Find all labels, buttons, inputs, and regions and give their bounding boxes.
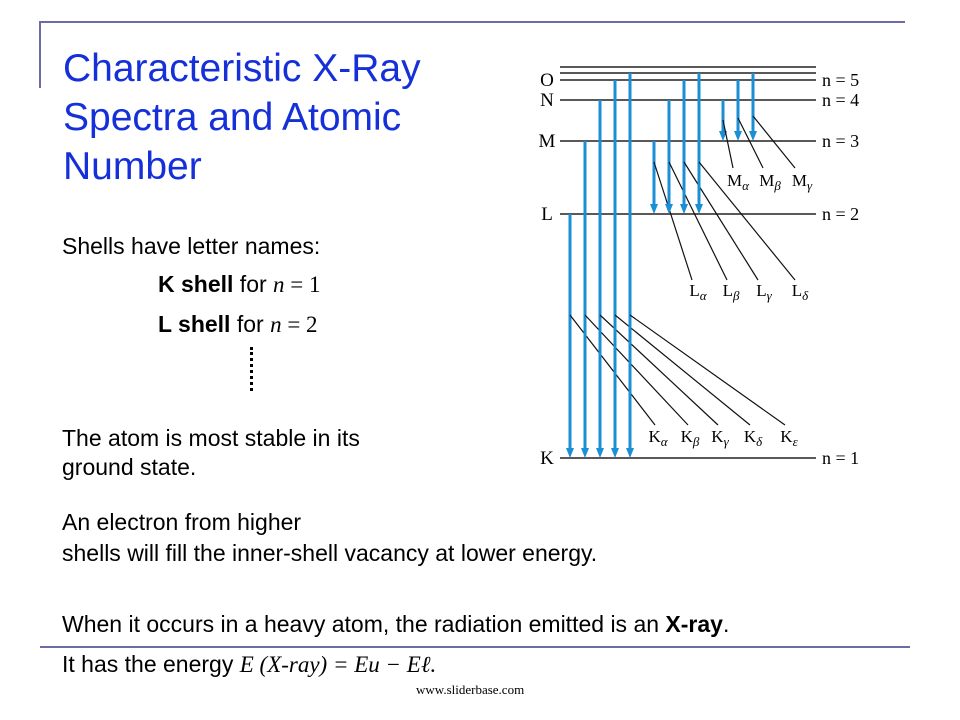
l-for: for [230, 311, 271, 337]
arrow-L-3-head [695, 204, 703, 214]
k-shell-label: K shell [158, 271, 234, 297]
transition-label-L-0: Lα [689, 281, 707, 303]
xray-bold: X-ray [665, 611, 723, 637]
transition-label-K-0: Kα [648, 427, 668, 449]
leader-L-2 [683, 161, 759, 281]
transition-label-L-1: Lβ [723, 281, 740, 303]
ellipsis-dots [250, 347, 253, 391]
slide-title: Characteristic X-Ray Spectra and Atomic … [63, 47, 421, 188]
transition-label-M-1: Mβ [759, 171, 781, 193]
arrow-K-2-head [596, 448, 604, 458]
energy-line: It has the energy E (X-ray) = Eu − Eℓ. [62, 650, 436, 679]
n-label-L: n = 2 [822, 204, 859, 224]
leader-L-1 [668, 161, 728, 281]
energy-formula: E (X-ray) = Eu − Eℓ. [239, 652, 437, 677]
xray-line: When it occurs in a heavy atom, the radi… [62, 610, 729, 639]
shell-letter-K: K [540, 448, 554, 469]
bottom-rule [40, 646, 910, 648]
transition-label-L-3: Lδ [792, 281, 809, 303]
l-var: n [270, 312, 282, 337]
footer-url: www.sliderbase.com [416, 682, 525, 697]
transition-label-K-1: Kβ [681, 427, 700, 449]
arrow-M-1-head [734, 131, 742, 141]
leader-M-1 [737, 117, 764, 169]
leader-K-4 [629, 314, 786, 426]
arrow-K-3-head [611, 448, 619, 458]
shell-letter-M: M [539, 131, 556, 152]
top-rule [40, 21, 905, 23]
stable-line-1: The atom is most stable in its [62, 425, 360, 451]
leader-K-0 [569, 314, 656, 426]
leader-K-2 [599, 314, 719, 426]
n-label-M: n = 3 [822, 131, 859, 151]
n-label-O: n = 5 [822, 70, 859, 90]
arrow-M-0-head [719, 131, 727, 141]
leader-L-3 [698, 161, 796, 281]
leader-K-1 [584, 314, 689, 426]
energy-text: It has the energy [62, 651, 240, 677]
transition-label-M-0: Mα [727, 171, 750, 193]
leader-M-2 [752, 115, 796, 169]
arrow-L-2-head [680, 204, 688, 214]
l-shell-line: L shell for n = 2 [158, 310, 318, 339]
l-eq: = 2 [281, 312, 318, 337]
arrow-L-1-head [665, 204, 673, 214]
shell-letter-O: O [540, 70, 554, 91]
xray-text: When it occurs in a heavy atom, the radi… [62, 611, 666, 637]
stable-line-2: ground state. [62, 454, 197, 480]
arrow-K-4-head [626, 448, 634, 458]
k-for: for [233, 271, 274, 297]
l-shell-label: L shell [158, 311, 231, 337]
xray-end: . [722, 611, 730, 637]
leader-M-0 [722, 119, 734, 169]
arrow-K-1-head [581, 448, 589, 458]
k-shell-line: K shell for n = 1 [158, 270, 321, 299]
shell-letter-L: L [541, 204, 553, 225]
n-label-N: n = 4 [822, 90, 859, 110]
arrow-K-0-head [566, 448, 574, 458]
k-var: n [273, 272, 285, 297]
electron-line-2: shells will fill the inner-shell vacancy… [62, 540, 598, 566]
transition-label-K-3: Kδ [744, 427, 763, 449]
electron-line-1: An electron from higher [62, 509, 302, 535]
transition-label-K-2: Kγ [711, 427, 729, 449]
arrow-L-0-head [650, 204, 658, 214]
arrow-M-2-head [749, 131, 757, 141]
shells-intro: Shells have letter names: [62, 233, 321, 259]
transition-label-K-4: Kε [780, 427, 798, 449]
leader-K-3 [614, 314, 751, 426]
left-rule [39, 21, 41, 88]
k-eq: = 1 [284, 272, 321, 297]
transition-label-M-2: Mγ [792, 171, 813, 193]
transition-label-L-2: Lγ [756, 281, 772, 303]
leader-L-0 [653, 161, 693, 281]
n-label-K: n = 1 [822, 448, 859, 468]
shell-letter-N: N [540, 90, 554, 111]
